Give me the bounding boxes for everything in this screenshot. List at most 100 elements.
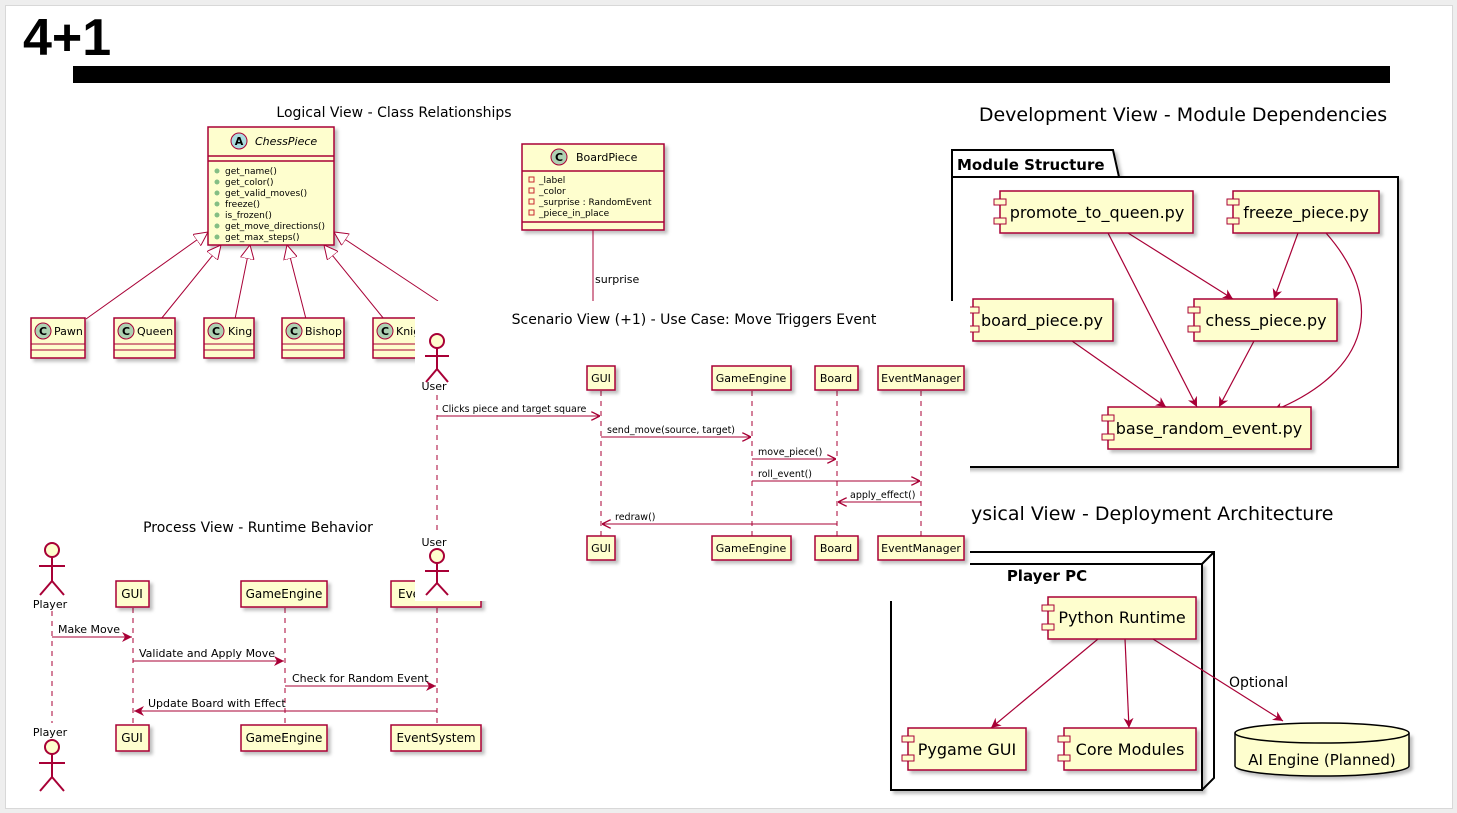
svg-text:Core Modules: Core Modules: [1076, 740, 1185, 759]
svg-text:is_frozen(): is_frozen(): [225, 211, 272, 221]
node-label: Player PC: [1007, 567, 1087, 585]
pawn-class: C Pawn: [30, 317, 86, 359]
scn-gui-top: GUI: [586, 365, 616, 391]
svg-text:Update Board with Effect: Update Board with Effect: [148, 697, 286, 710]
module-promote-to-queen: promote_to_queen.py: [993, 190, 1194, 234]
svg-text:King: King: [228, 325, 252, 338]
optional-label: Optional: [1229, 675, 1288, 691]
svg-text:get_name(): get_name(): [225, 167, 277, 177]
scn-eventmanager-top: EventManager: [877, 365, 965, 391]
svg-text:GUI: GUI: [591, 542, 611, 555]
process-view: Process View - Runtime Behavior Player: [33, 520, 482, 792]
development-view: Development View - Module Dependencies M…: [951, 104, 1399, 468]
svg-text:freeze_piece.py: freeze_piece.py: [1243, 203, 1369, 223]
svg-text:_piece_in_place: _piece_in_place: [538, 209, 610, 219]
user-label-bottom: User: [421, 536, 447, 549]
player-label-top: Player: [33, 598, 68, 611]
ai-engine-database: AI Engine (Planned): [1234, 722, 1410, 777]
module-base-random-event: base_random_event.py: [1101, 406, 1312, 450]
proc-gui-bottom: GUI: [115, 724, 150, 752]
svg-text:_surprise : RandomEvent: _surprise : RandomEvent: [538, 198, 652, 208]
svg-text:GameEngine: GameEngine: [716, 542, 787, 555]
scn-board-top: Board: [814, 365, 859, 391]
development-view-title: Development View - Module Dependencies: [979, 104, 1387, 126]
player-actor-top: [39, 542, 65, 596]
scn-gui-bottom: GUI: [586, 535, 616, 561]
svg-text:get_move_directions(): get_move_directions(): [225, 222, 325, 232]
svg-text:GameEngine: GameEngine: [246, 587, 323, 601]
king-class: C King: [203, 317, 255, 359]
class-stereotype-icon: [550, 148, 568, 166]
process-view-title: Process View - Runtime Behavior: [143, 520, 373, 536]
svg-text:EventSystem: EventSystem: [396, 731, 475, 745]
svg-text:EventManager: EventManager: [881, 372, 961, 385]
svg-text:Check for Random Event: Check for Random Event: [292, 672, 429, 685]
svg-text:C: C: [212, 325, 220, 338]
scenario-view: Scenario View (+1) - Use Case: Move Trig…: [415, 301, 970, 601]
svg-text:EventManager: EventManager: [881, 542, 961, 555]
svg-text:GUI: GUI: [121, 731, 143, 745]
slide-title: 4+1: [23, 9, 112, 67]
svg-text:_color: _color: [538, 187, 566, 197]
svg-text:Bishop: Bishop: [305, 325, 342, 338]
chesspiece-name: ChessPiece: [255, 135, 317, 148]
proc-gameengine-top: GameEngine: [240, 580, 328, 608]
scenario-view-title: Scenario View (+1) - Use Case: Move Trig…: [512, 312, 877, 328]
svg-text:C: C: [122, 325, 130, 338]
svg-text:C: C: [555, 151, 563, 164]
proc-gui-top: GUI: [115, 580, 150, 608]
svg-text:apply_effect(): apply_effect(): [850, 490, 916, 501]
module-board-piece: board_piece.py: [966, 298, 1114, 342]
component-pygame-gui: Pygame GUI: [901, 727, 1027, 771]
scn-gameengine-bottom: GameEngine: [711, 535, 792, 561]
svg-text:promote_to_queen.py: promote_to_queen.py: [1010, 203, 1185, 223]
bishop-class: C Bishop: [281, 317, 345, 359]
logical-view-title: Logical View - Class Relationships: [276, 105, 511, 121]
svg-text:C: C: [290, 325, 298, 338]
svg-text:get_max_steps(): get_max_steps(): [225, 233, 300, 243]
svg-text:GameEngine: GameEngine: [246, 731, 323, 745]
scn-gameengine-top: GameEngine: [711, 365, 792, 391]
scn-board-bottom: Board: [814, 535, 859, 561]
svg-text:Queen: Queen: [137, 325, 173, 338]
user-actor-bottom: [425, 548, 449, 596]
svg-text:Pygame GUI: Pygame GUI: [918, 740, 1016, 759]
scn-eventmanager-bottom: EventManager: [877, 535, 965, 561]
user-label-top: User: [421, 380, 447, 393]
chesspiece-class: A ChessPiece get_name() get_color() get_…: [207, 126, 335, 246]
surprise-label: surprise: [595, 273, 640, 286]
svg-text:get_color(): get_color(): [225, 178, 273, 188]
svg-text:base_random_event.py: base_random_event.py: [1116, 419, 1302, 439]
svg-text:move_piece(): move_piece(): [758, 447, 822, 458]
logical-view: Logical View - Class Relationships A Che…: [30, 105, 665, 359]
component-python-runtime: Python Runtime: [1041, 596, 1197, 640]
svg-text:GUI: GUI: [121, 587, 143, 601]
svg-text:get_valid_moves(): get_valid_moves(): [225, 189, 307, 199]
user-actor-top: [425, 333, 449, 383]
svg-text:Clicks piece and target square: Clicks piece and target square: [442, 404, 587, 415]
package-label: Module Structure: [957, 156, 1105, 174]
module-freeze-piece: freeze_piece.py: [1226, 190, 1380, 234]
svg-text:Knig: Knig: [396, 325, 420, 338]
slide: 4+1 Logical View - Class Relationships: [5, 5, 1453, 809]
svg-text:C: C: [39, 325, 47, 338]
svg-text:C: C: [381, 325, 389, 338]
svg-text:Board: Board: [820, 372, 852, 385]
svg-text:AI Engine (Planned): AI Engine (Planned): [1248, 751, 1396, 769]
svg-text:roll_event(): roll_event(): [758, 469, 812, 480]
player-label-bottom: Player: [33, 726, 68, 739]
physical-view: ysical View - Deployment Architecture Pl…: [889, 503, 1410, 792]
svg-text:board_piece.py: board_piece.py: [981, 311, 1103, 331]
svg-text:GUI: GUI: [591, 372, 611, 385]
proc-eventsystem-bottom: EventSystem: [390, 724, 482, 752]
physical-view-title: ysical View - Deployment Architecture: [971, 503, 1333, 525]
svg-text:Pawn: Pawn: [54, 325, 83, 338]
svg-text:Validate and Apply Move: Validate and Apply Move: [139, 647, 275, 660]
svg-text:_label: _label: [538, 176, 565, 186]
svg-text:freeze(): freeze(): [225, 200, 260, 210]
player-actor-bottom: [39, 739, 65, 792]
svg-text:chess_piece.py: chess_piece.py: [1205, 311, 1326, 331]
svg-text:redraw(): redraw(): [615, 512, 655, 523]
svg-text:Eve: Eve: [398, 587, 420, 601]
diagram-canvas: Logical View - Class Relationships A Che…: [30, 104, 1410, 792]
